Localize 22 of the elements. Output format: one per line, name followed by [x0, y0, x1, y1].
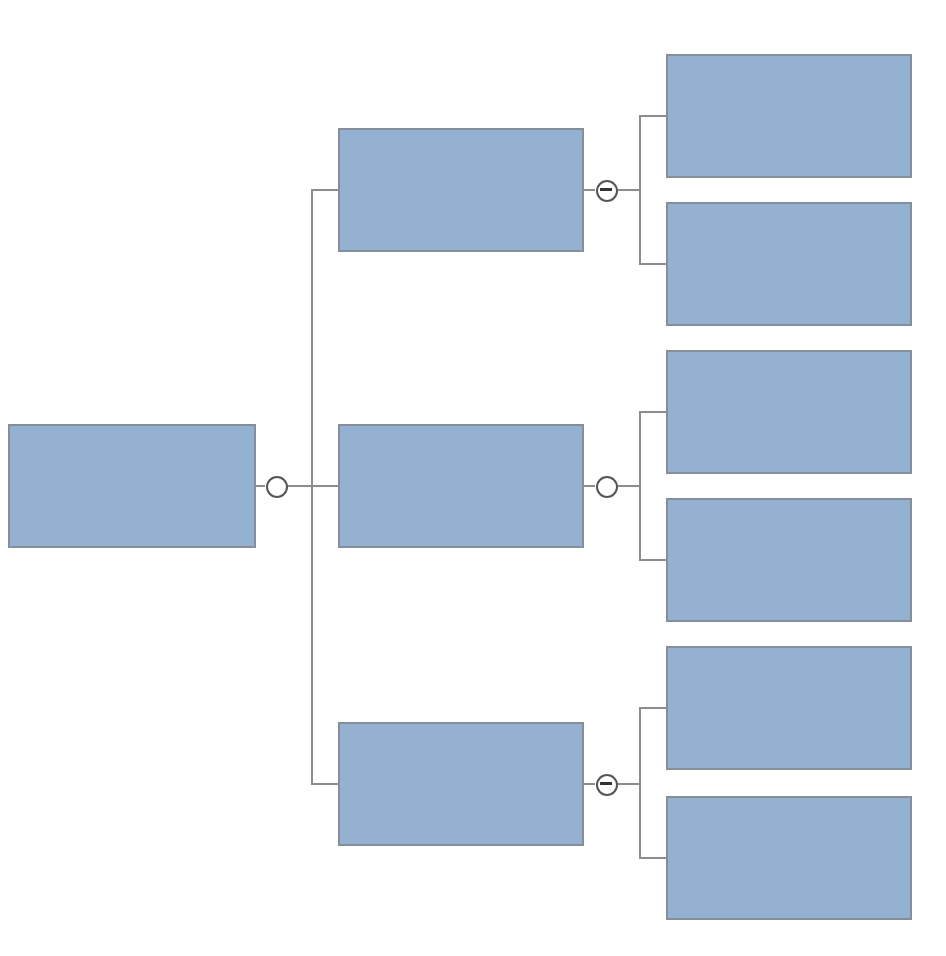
empty-box: [8, 424, 256, 548]
empty-box: [338, 722, 584, 846]
small-circle: [595, 179, 617, 201]
empty-box: [666, 202, 912, 326]
empty-box: [666, 350, 912, 474]
connector-line: [616, 485, 667, 561]
empty-box: [666, 54, 912, 178]
empty-box: [338, 424, 584, 548]
small-circle: [595, 773, 617, 795]
empty-box: [666, 646, 912, 770]
empty-box: [666, 498, 912, 622]
connector-line: [583, 189, 596, 191]
small-circle: [595, 475, 617, 497]
connector-line: [616, 783, 667, 859]
empty-box: [338, 128, 584, 252]
connector-line: [286, 485, 339, 785]
connector-line: [255, 485, 266, 487]
connector-line: [616, 189, 667, 265]
empty-box: [666, 796, 912, 920]
connector-line: [583, 485, 596, 487]
small-circle: [265, 475, 287, 497]
connector-line: [583, 783, 596, 785]
